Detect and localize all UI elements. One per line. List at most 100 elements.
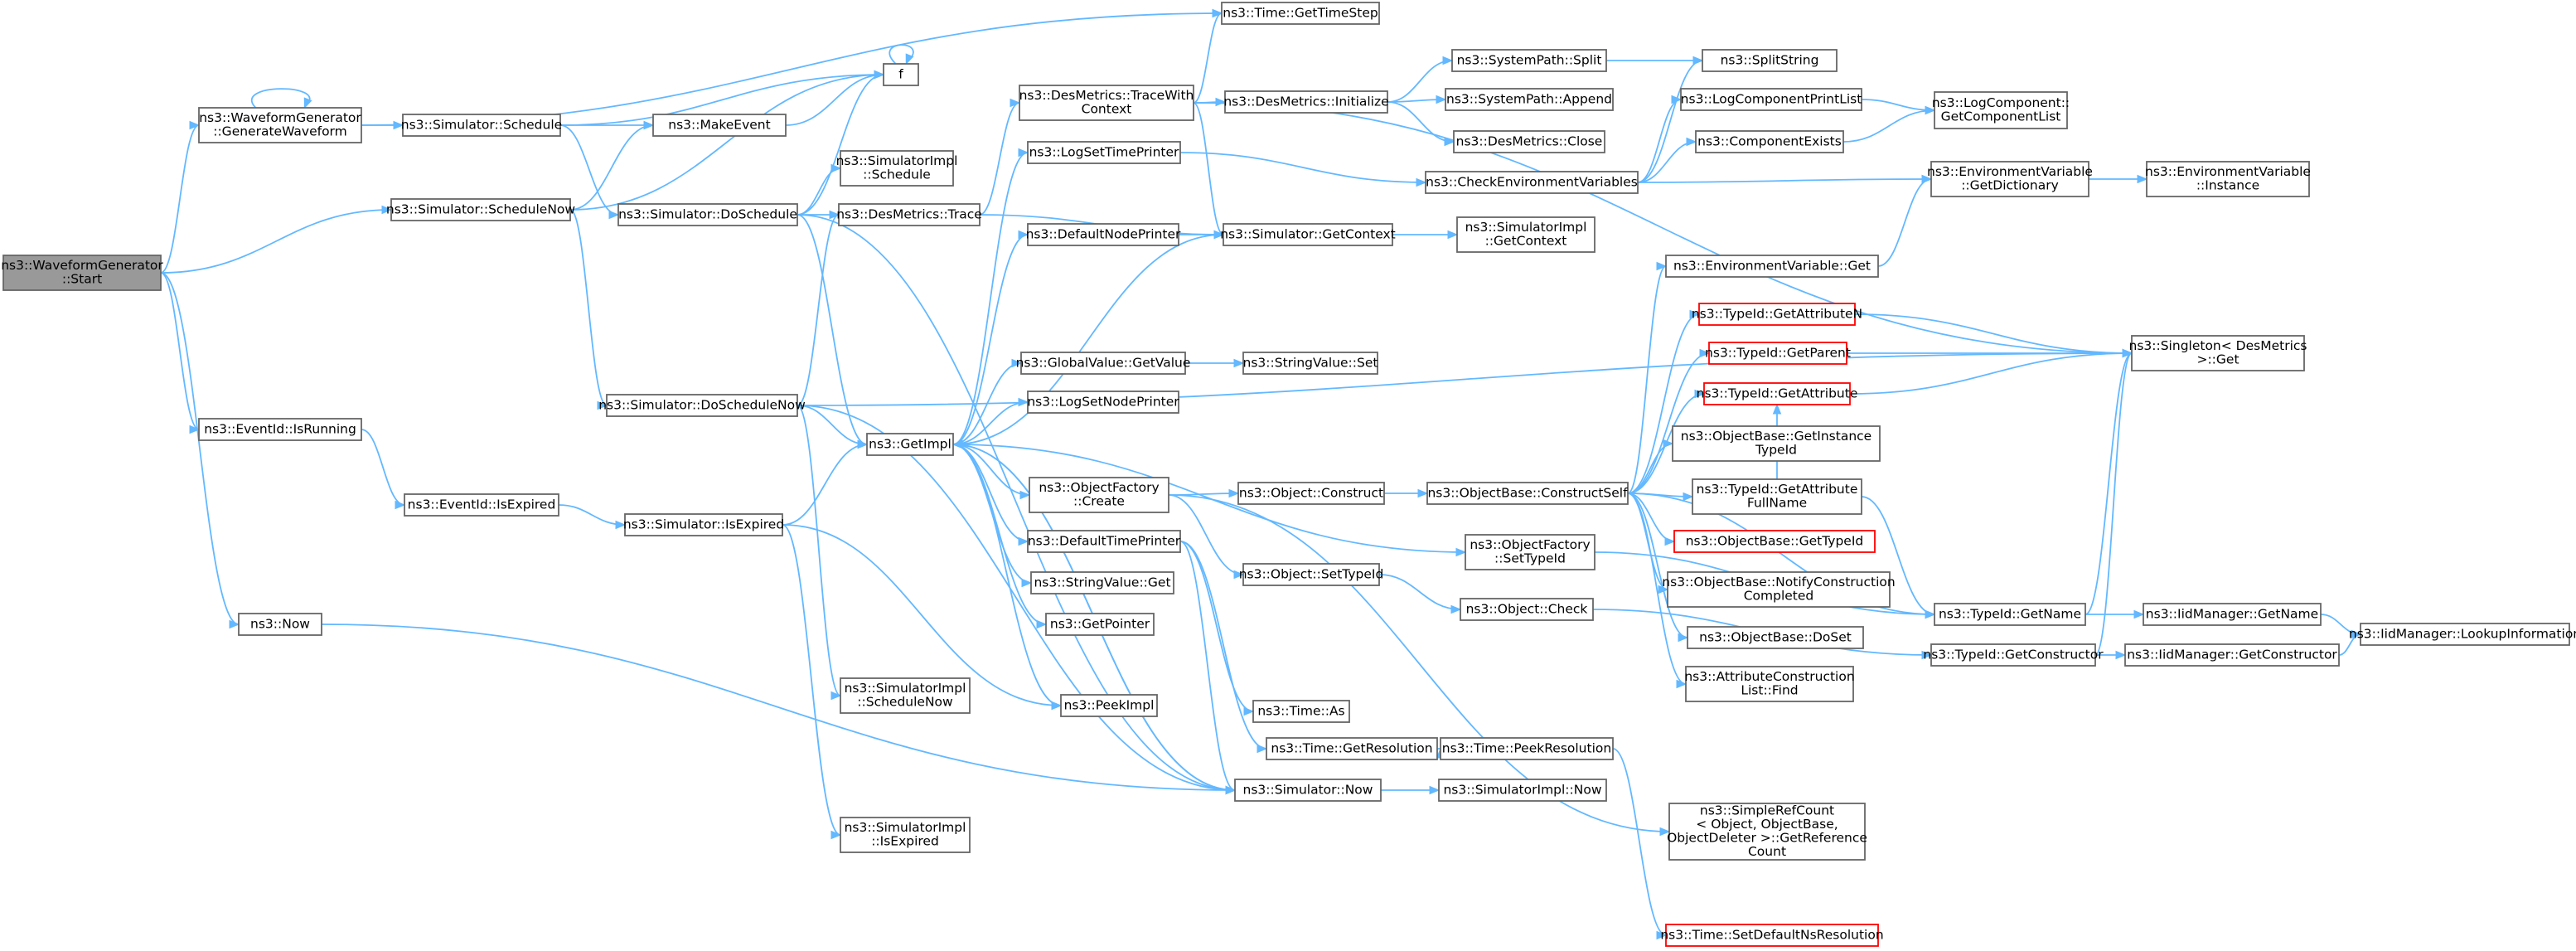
- edge-getimpl-to-objectfactory-create: [952, 444, 1030, 496]
- graph-node-logsettimeprinter[interactable]: ns3::LogSetTimePrinter: [1027, 141, 1181, 164]
- graph-node-simimpl-now[interactable]: ns3::SimulatorImpl::Now: [1438, 779, 1607, 802]
- graph-node-object-check[interactable]: ns3::Object::Check: [1460, 598, 1594, 621]
- node-label: ns3::TypeId::GetParent: [1705, 345, 1851, 360]
- edge-objectfactory-create-to-object-settypeid: [1168, 494, 1244, 575]
- graph-node-now[interactable]: ns3::Now: [238, 613, 322, 636]
- edge-arrowhead: [608, 210, 620, 220]
- node-label: Count: [1748, 844, 1786, 859]
- node-label: ns3::SimulatorImpl: [836, 153, 958, 168]
- graph-node-objectbase-gettypeid[interactable]: ns3::ObjectBase::GetTypeId: [1673, 530, 1876, 553]
- graph-node-singleton-get[interactable]: ns3::Singleton< DesMetrics >::Get: [2129, 335, 2307, 371]
- edge-schedulenow-to-f: [569, 74, 884, 211]
- node-label: ns3::PeekImpl: [1064, 697, 1155, 712]
- graph-node-stringvalue-get[interactable]: ns3::StringValue::Get: [1030, 571, 1174, 594]
- node-label: ns3::Simulator::ScheduleNow: [386, 201, 575, 216]
- graph-node-logcomponentprintlist[interactable]: ns3::LogComponentPrintList: [1680, 88, 1862, 111]
- graph-node-time-setdefaultnsresolution[interactable]: ns3::Time::SetDefaultNsResolution: [1660, 924, 1884, 947]
- graph-node-object-construct[interactable]: ns3::Object::Construct: [1237, 482, 1385, 505]
- graph-node-objectfactory-settypeid[interactable]: ns3::ObjectFactory::SetTypeId: [1465, 534, 1595, 570]
- graph-node-iidmanager-getname[interactable]: ns3::IidManager::GetName: [2143, 603, 2322, 626]
- graph-node-peekimpl[interactable]: ns3::PeekImpl: [1060, 694, 1158, 717]
- node-box: [1045, 613, 1155, 636]
- edge-arrowhead: [1683, 492, 1694, 502]
- edge-objectbase-constructself-to-envvar-get: [1627, 265, 1667, 494]
- graph-node-typeid-getconstructor[interactable]: ns3::TypeId::GetConstructor: [1923, 643, 2104, 667]
- graph-node-globalvalue-getvalue[interactable]: ns3::GlobalValue::GetValue: [1016, 352, 1191, 375]
- graph-node-objectbase-doset[interactable]: ns3::ObjectBase::DoSet: [1687, 626, 1864, 649]
- graph-node-desmetrics-close[interactable]: ns3::DesMetrics::Close: [1453, 130, 1605, 153]
- node-label: ns3::TypeId::GetAttribute: [1697, 482, 1858, 497]
- graph-node-doschedulenow[interactable]: ns3::Simulator::DoScheduleNow: [598, 394, 806, 417]
- edge-schedulenow-to-doschedulenow: [569, 209, 608, 406]
- graph-node-isrunning[interactable]: ns3::EventId::IsRunning: [198, 418, 362, 441]
- graph-node-defaulttimeprinter[interactable]: ns3::DefaultTimePrinter: [1027, 530, 1181, 553]
- graph-node-simimpl-schedulenow[interactable]: ns3::SimulatorImpl::ScheduleNow: [840, 677, 971, 714]
- graph-node-iidmanager-getconstructor[interactable]: ns3::IidManager::GetConstructor: [2124, 643, 2340, 667]
- graph-node-systempath-split[interactable]: ns3::SystemPath::Split: [1451, 49, 1607, 72]
- node-box: [2, 255, 162, 291]
- graph-node-getimpl[interactable]: ns3::GetImpl: [866, 433, 954, 456]
- edge-logcomponentprintlist-to-logcomponent-getcomponentlist: [1861, 99, 1935, 111]
- edge-objectbase-constructself-to-objectbase-gettypeid: [1627, 492, 1675, 542]
- graph-node-isexpired-sim[interactable]: ns3::Simulator::IsExpired: [623, 513, 784, 536]
- graph-node-typeid-getname[interactable]: ns3::TypeId::GetName: [1934, 603, 2086, 626]
- graph-node-objectfactory-create[interactable]: ns3::ObjectFactory::Create: [1029, 477, 1169, 513]
- graph-node-checkenv[interactable]: ns3::CheckEnvironmentVariables: [1425, 171, 1639, 194]
- graph-node-desmetrics-trace[interactable]: ns3::DesMetrics::Trace: [836, 203, 982, 226]
- graph-node-typeid-getattribute[interactable]: ns3::TypeId::GetAttribute: [1697, 382, 1858, 405]
- graph-node-time-as[interactable]: ns3::Time::As: [1252, 700, 1350, 723]
- graph-node-objectbase-constructself[interactable]: ns3::ObjectBase::ConstructSelf: [1426, 482, 1629, 505]
- graph-node-simimpl-isexpired[interactable]: ns3::SimulatorImpl::IsExpired: [840, 817, 971, 853]
- graph-node-envvar-instance[interactable]: ns3::EnvironmentVariable::Instance: [2145, 161, 2311, 197]
- edge-start-to-isrunning: [160, 272, 200, 430]
- graph-node-doschedule[interactable]: ns3::Simulator::DoSchedule: [617, 203, 798, 226]
- graph-node-logsetnodeprinter[interactable]: ns3::LogSetNodePrinter: [1027, 391, 1179, 414]
- edge-arrowhead: [830, 163, 842, 173]
- graph-node-schedulenow[interactable]: ns3::Simulator::ScheduleNow: [386, 198, 575, 221]
- graph-node-splitstring[interactable]: ns3::SplitString: [1702, 49, 1838, 72]
- graph-node-getpointer[interactable]: ns3::GetPointer: [1045, 613, 1155, 636]
- graph-node-time-peekresolution[interactable]: ns3::Time::PeekResolution: [1440, 737, 1614, 760]
- graph-node-simimpl-schedule[interactable]: ns3::SimulatorImpl::Schedule: [836, 150, 958, 187]
- node-box: [1242, 563, 1380, 586]
- graph-node-object-settypeid[interactable]: ns3::Object::SetTypeId: [1239, 563, 1384, 586]
- graph-node-typeid-getparent[interactable]: ns3::TypeId::GetParent: [1705, 342, 1851, 365]
- graph-node-genwave[interactable]: ns3::WaveformGenerator::GenerateWaveform: [198, 107, 362, 143]
- graph-node-envvar-getdictionary[interactable]: ns3::EnvironmentVariable::GetDictionary: [1927, 161, 2093, 197]
- edge-arrowhead: [1257, 744, 1268, 754]
- graph-node-iidmanager-lookupinformation[interactable]: ns3::IidManager::LookupInformation: [2349, 623, 2576, 646]
- graph-node-simimpl-getcontext[interactable]: ns3::SimulatorImpl::GetContext: [1456, 216, 1595, 253]
- graph-node-time-getresolution[interactable]: ns3::Time::GetResolution: [1266, 737, 1438, 760]
- graph-node-isexpired-ev[interactable]: ns3::EventId::IsExpired: [404, 493, 559, 517]
- graph-node-schedule[interactable]: ns3::Simulator::Schedule: [401, 114, 562, 137]
- edge-arrowhead: [905, 53, 914, 66]
- node-label: ns3::GlobalValue::GetValue: [1016, 355, 1191, 370]
- node-label: ns3::DefaultNodePrinter: [1026, 226, 1181, 241]
- graph-node-logcomponent-getcomponentlist[interactable]: ns3::LogComponent::GetComponentList: [1932, 91, 2070, 129]
- graph-node-defaultnodeprinter[interactable]: ns3::DefaultNodePrinter: [1026, 223, 1181, 246]
- graph-node-simulator-getcontext[interactable]: ns3::Simulator::GetContext: [1220, 223, 1396, 246]
- graph-node-systempath-append[interactable]: ns3::SystemPath::Append: [1445, 88, 1614, 111]
- graph-node-makeevent[interactable]: ns3::MakeEvent: [652, 114, 787, 137]
- graph-node-gettimestep[interactable]: ns3::Time::GetTimeStep: [1221, 2, 1380, 25]
- graph-node-desmetrics-initialize[interactable]: ns3::DesMetrics::Initialize: [1223, 90, 1389, 114]
- edge-isexpired-sim-to-getimpl: [782, 444, 868, 526]
- graph-node-componentexists[interactable]: ns3::ComponentExists: [1695, 130, 1844, 153]
- graph-node-simplerefcount[interactable]: ns3::SimpleRefCount< Object, ObjectBase,…: [1667, 803, 1867, 861]
- node-box: [1930, 643, 2096, 667]
- graph-node-objectbase-notifyconstruction[interactable]: ns3::ObjectBase::NotifyConstructionCompl…: [1662, 571, 1896, 608]
- graph-node-typeid-getattributen[interactable]: ns3::TypeId::GetAttributeN: [1692, 303, 1862, 326]
- node-label: ns3::Simulator::Now: [1243, 782, 1373, 797]
- graph-node-envvar-get[interactable]: ns3::EnvironmentVariable::Get: [1665, 255, 1879, 278]
- graph-node-simulator-now[interactable]: ns3::Simulator::Now: [1234, 779, 1382, 802]
- edge-arrowhead: [1233, 570, 1245, 580]
- graph-node-stringvalue-set[interactable]: ns3::StringValue::Set: [1242, 352, 1378, 375]
- node-box: [2124, 643, 2340, 667]
- graph-node-start[interactable]: ns3::WaveformGenerator::Start: [1, 255, 163, 291]
- graph-node-f[interactable]: f: [883, 63, 919, 86]
